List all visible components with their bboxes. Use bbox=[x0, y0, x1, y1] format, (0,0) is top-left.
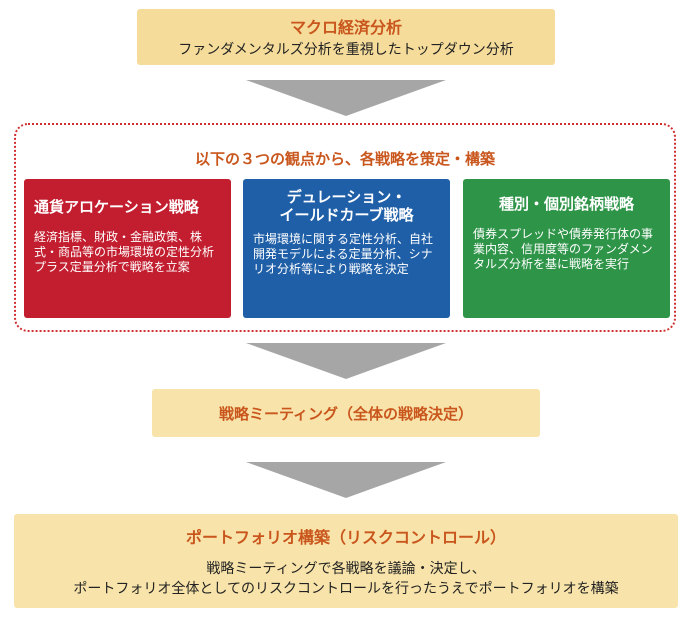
macro-analysis-box: マクロ経済分析 ファンダメンタルズ分析を重視したトップダウン分析 bbox=[137, 9, 555, 65]
sector-security-card: 種別・個別銘柄戦略 債券スプレッドや債券発行体の事業内容、信用度等のファンダメン… bbox=[463, 179, 670, 318]
duration-yield-curve-title-line1: デュレーション・ bbox=[286, 188, 407, 206]
sector-security-body: 債券スプレッドや債券発行体の事業内容、信用度等のファンダメンタルズ分析を基に戦略… bbox=[473, 227, 654, 271]
sector-security-title: 種別・個別銘柄戦略 bbox=[498, 195, 634, 213]
duration-yield-curve-card: デュレーション・ イールドカーブ戦略 市場環境に関する定性分析、自社開発モデルに… bbox=[243, 179, 450, 318]
portfolio-construction-box: ポートフォリオ構築（リスクコントロール） 戦略ミーティングで各戦略を議論・決定し… bbox=[14, 514, 678, 608]
down-arrow-icon bbox=[246, 80, 446, 116]
strategy-meeting-title: 戦略ミーティング（全体の戦略決定） bbox=[218, 405, 474, 423]
portfolio-construction-title: ポートフォリオ構築（リスクコントロール） bbox=[185, 528, 506, 547]
strategy-meeting-box: 戦略ミーティング（全体の戦略決定） bbox=[152, 389, 540, 437]
portfolio-construction-line2: ポートフォリオ全体としてのリスクコントロールを行ったうえでポートフォリオを構築 bbox=[73, 581, 619, 597]
macro-analysis-title: マクロ経済分析 bbox=[289, 18, 402, 37]
strategy-frame bbox=[14, 123, 676, 332]
currency-allocation-body: 経済指標、財政・金融政策、株式・商品等の市場環境の定性分析プラス定量分析で戦略を… bbox=[34, 230, 215, 274]
duration-yield-curve-title: デュレーション・ イールドカーブ戦略 bbox=[253, 188, 440, 224]
macro-analysis-body: ファンダメンタルズ分析を重視したトップダウン分析 bbox=[178, 42, 514, 58]
currency-allocation-card: 通貨アロケーション戦略 経済指標、財政・金融政策、株式・商品等の市場環境の定性分… bbox=[24, 179, 231, 318]
down-arrow-icon bbox=[246, 462, 446, 498]
currency-allocation-title: 通貨アロケーション戦略 bbox=[34, 198, 199, 216]
duration-yield-curve-title-line2: イールドカーブ戦略 bbox=[279, 206, 414, 224]
down-arrow-icon bbox=[246, 343, 446, 379]
duration-yield-curve-body: 市場環境に関する定性分析、自社開発モデルによる定量分析、シナリオ分析等により戦略… bbox=[253, 232, 434, 276]
portfolio-construction-line1: 戦略ミーティングで各戦略を議論・決定し、 bbox=[206, 561, 486, 577]
strategy-frame-heading: 以下の３つの観点から、各戦略を策定・構築 bbox=[194, 150, 495, 168]
